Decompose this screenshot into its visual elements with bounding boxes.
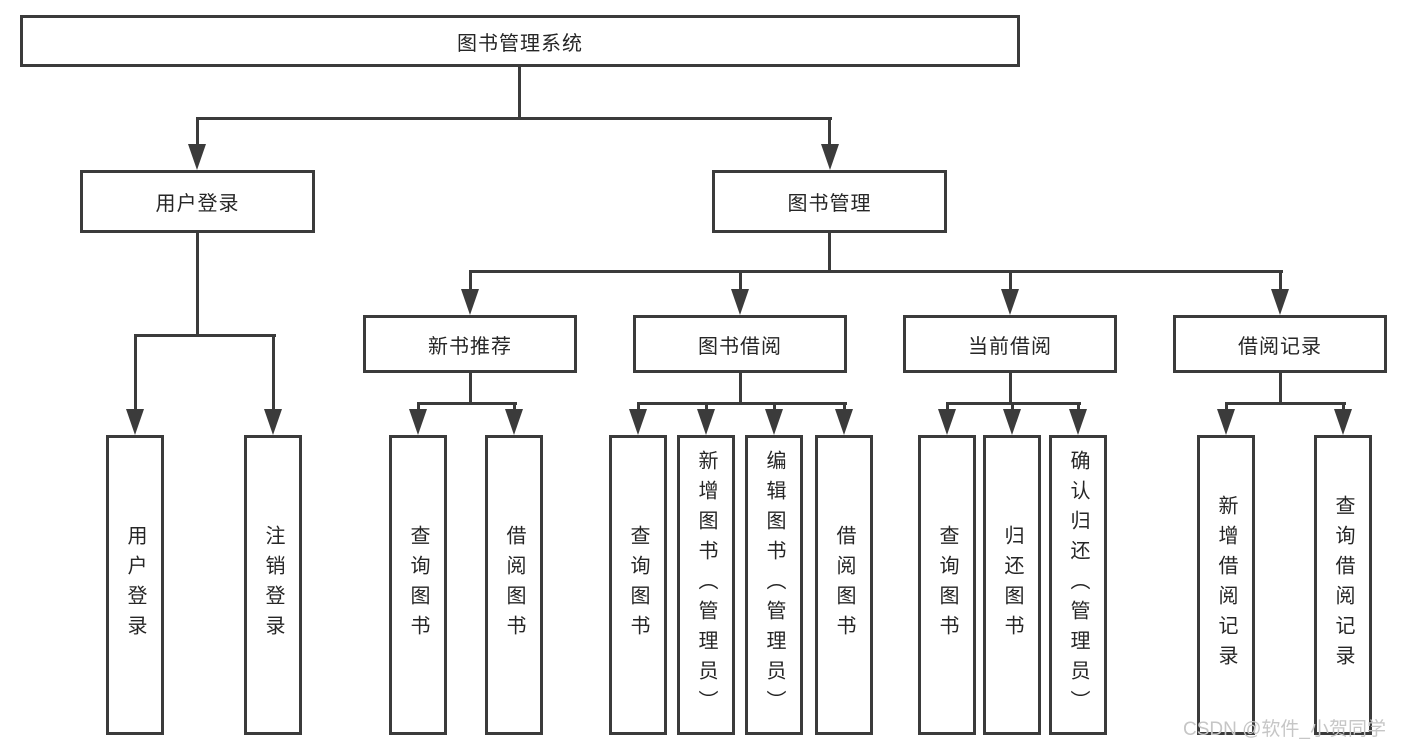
connector-line <box>196 117 832 120</box>
node-borrowing-records: 借阅记录 <box>1173 315 1387 373</box>
connector-line <box>1077 402 1080 411</box>
node-current-borrowing: 当前借阅 <box>903 315 1117 373</box>
connector-line <box>739 373 742 405</box>
node-label: 确认归还（管理员） <box>1067 450 1089 720</box>
node-label: 新增图书（管理员） <box>695 450 717 720</box>
arrow-down-icon <box>835 409 853 435</box>
arrow-down-icon <box>1003 409 1021 435</box>
node-library-management-system: 图书管理系统 <box>20 15 1020 67</box>
arrow-down-icon <box>409 409 427 435</box>
connector-line <box>773 402 776 411</box>
connector-line <box>134 334 137 410</box>
leaf-borrowing-edit-books-admin: 编辑图书（管理员） <box>745 435 803 735</box>
connector-line <box>828 233 831 273</box>
connector-line <box>946 402 949 411</box>
connector-line <box>1225 402 1228 411</box>
leaf-current-return-books: 归还图书 <box>983 435 1041 735</box>
arrow-down-icon <box>731 289 749 315</box>
arrow-down-icon <box>188 144 206 170</box>
node-label: 借阅记录 <box>1238 335 1322 358</box>
node-label: 用户登录 <box>155 193 240 215</box>
node-label: 用户登录 <box>124 525 146 645</box>
node-book-management: 图书管理 <box>712 170 947 233</box>
arrow-down-icon <box>1217 409 1235 435</box>
node-new-book-recommend: 新书推荐 <box>363 315 577 373</box>
connector-line <box>1279 373 1282 405</box>
connector-line <box>843 402 846 411</box>
connector-line <box>134 334 276 337</box>
connector-line <box>469 270 472 290</box>
node-label: 查询图书 <box>627 525 649 645</box>
connector-line <box>828 117 831 145</box>
connector-line <box>637 402 847 405</box>
arrow-down-icon <box>697 409 715 435</box>
arrow-down-icon <box>1334 409 1352 435</box>
connector-line <box>417 402 517 405</box>
connector-line <box>1009 373 1012 405</box>
node-label: 查询借阅记录 <box>1332 495 1354 675</box>
node-label: 图书管理系统 <box>457 32 583 55</box>
connector-line <box>705 402 708 411</box>
leaf-current-confirm-return-admin: 确认归还（管理员） <box>1049 435 1107 735</box>
connector-line <box>637 402 640 411</box>
connector-line <box>513 402 516 411</box>
arrow-down-icon <box>938 409 956 435</box>
leaf-recommend-borrow-books: 借阅图书 <box>485 435 543 735</box>
node-book-borrowing: 图书借阅 <box>633 315 847 373</box>
leaf-recommend-query-books: 查询图书 <box>389 435 447 735</box>
node-label: 当前借阅 <box>968 335 1052 358</box>
arrow-down-icon <box>1069 409 1087 435</box>
arrow-down-icon <box>1001 289 1019 315</box>
arrow-down-icon <box>1271 289 1289 315</box>
leaf-borrowing-query-books: 查询图书 <box>609 435 667 735</box>
node-label: 归还图书 <box>1001 525 1023 645</box>
connector-line <box>1342 402 1345 411</box>
node-label: 图书管理 <box>787 193 872 215</box>
connector-line <box>417 402 420 411</box>
leaf-logout: 注销登录 <box>244 435 302 735</box>
connector-line <box>1225 402 1346 405</box>
node-user-login: 用户登录 <box>80 170 315 233</box>
node-label: 借阅图书 <box>503 525 525 645</box>
arrow-down-icon <box>765 409 783 435</box>
node-label: 查询图书 <box>407 525 429 645</box>
connector-line <box>196 117 199 145</box>
connector-line <box>272 334 275 410</box>
connector-line <box>469 270 1283 273</box>
node-label: 新书推荐 <box>428 335 512 358</box>
arrow-down-icon <box>821 144 839 170</box>
arrow-down-icon <box>461 289 479 315</box>
arrow-down-icon <box>126 409 144 435</box>
leaf-records-add-record: 新增借阅记录 <box>1197 435 1255 735</box>
leaf-records-query-record: 查询借阅记录 <box>1314 435 1372 735</box>
node-label: 注销登录 <box>262 525 284 645</box>
connector-line <box>739 270 742 290</box>
node-label: 图书借阅 <box>698 335 782 358</box>
connector-line <box>196 233 199 337</box>
connector-line <box>1279 270 1282 290</box>
node-label: 借阅图书 <box>833 525 855 645</box>
node-label: 新增借阅记录 <box>1215 495 1237 675</box>
arrow-down-icon <box>264 409 282 435</box>
node-label: 查询图书 <box>936 525 958 645</box>
connector-line <box>1009 270 1012 290</box>
connector-line <box>518 65 521 120</box>
leaf-current-query-books: 查询图书 <box>918 435 976 735</box>
connector-line <box>469 373 472 405</box>
arrow-down-icon <box>505 409 523 435</box>
leaf-borrowing-borrow-books: 借阅图书 <box>815 435 873 735</box>
leaf-borrowing-add-books-admin: 新增图书（管理员） <box>677 435 735 735</box>
connector-line <box>1011 402 1014 411</box>
node-label: 编辑图书（管理员） <box>763 450 785 720</box>
leaf-user-login: 用户登录 <box>106 435 164 735</box>
csdn-watermark: CSDN @软件_小贺同学 <box>1183 719 1386 740</box>
arrow-down-icon <box>629 409 647 435</box>
